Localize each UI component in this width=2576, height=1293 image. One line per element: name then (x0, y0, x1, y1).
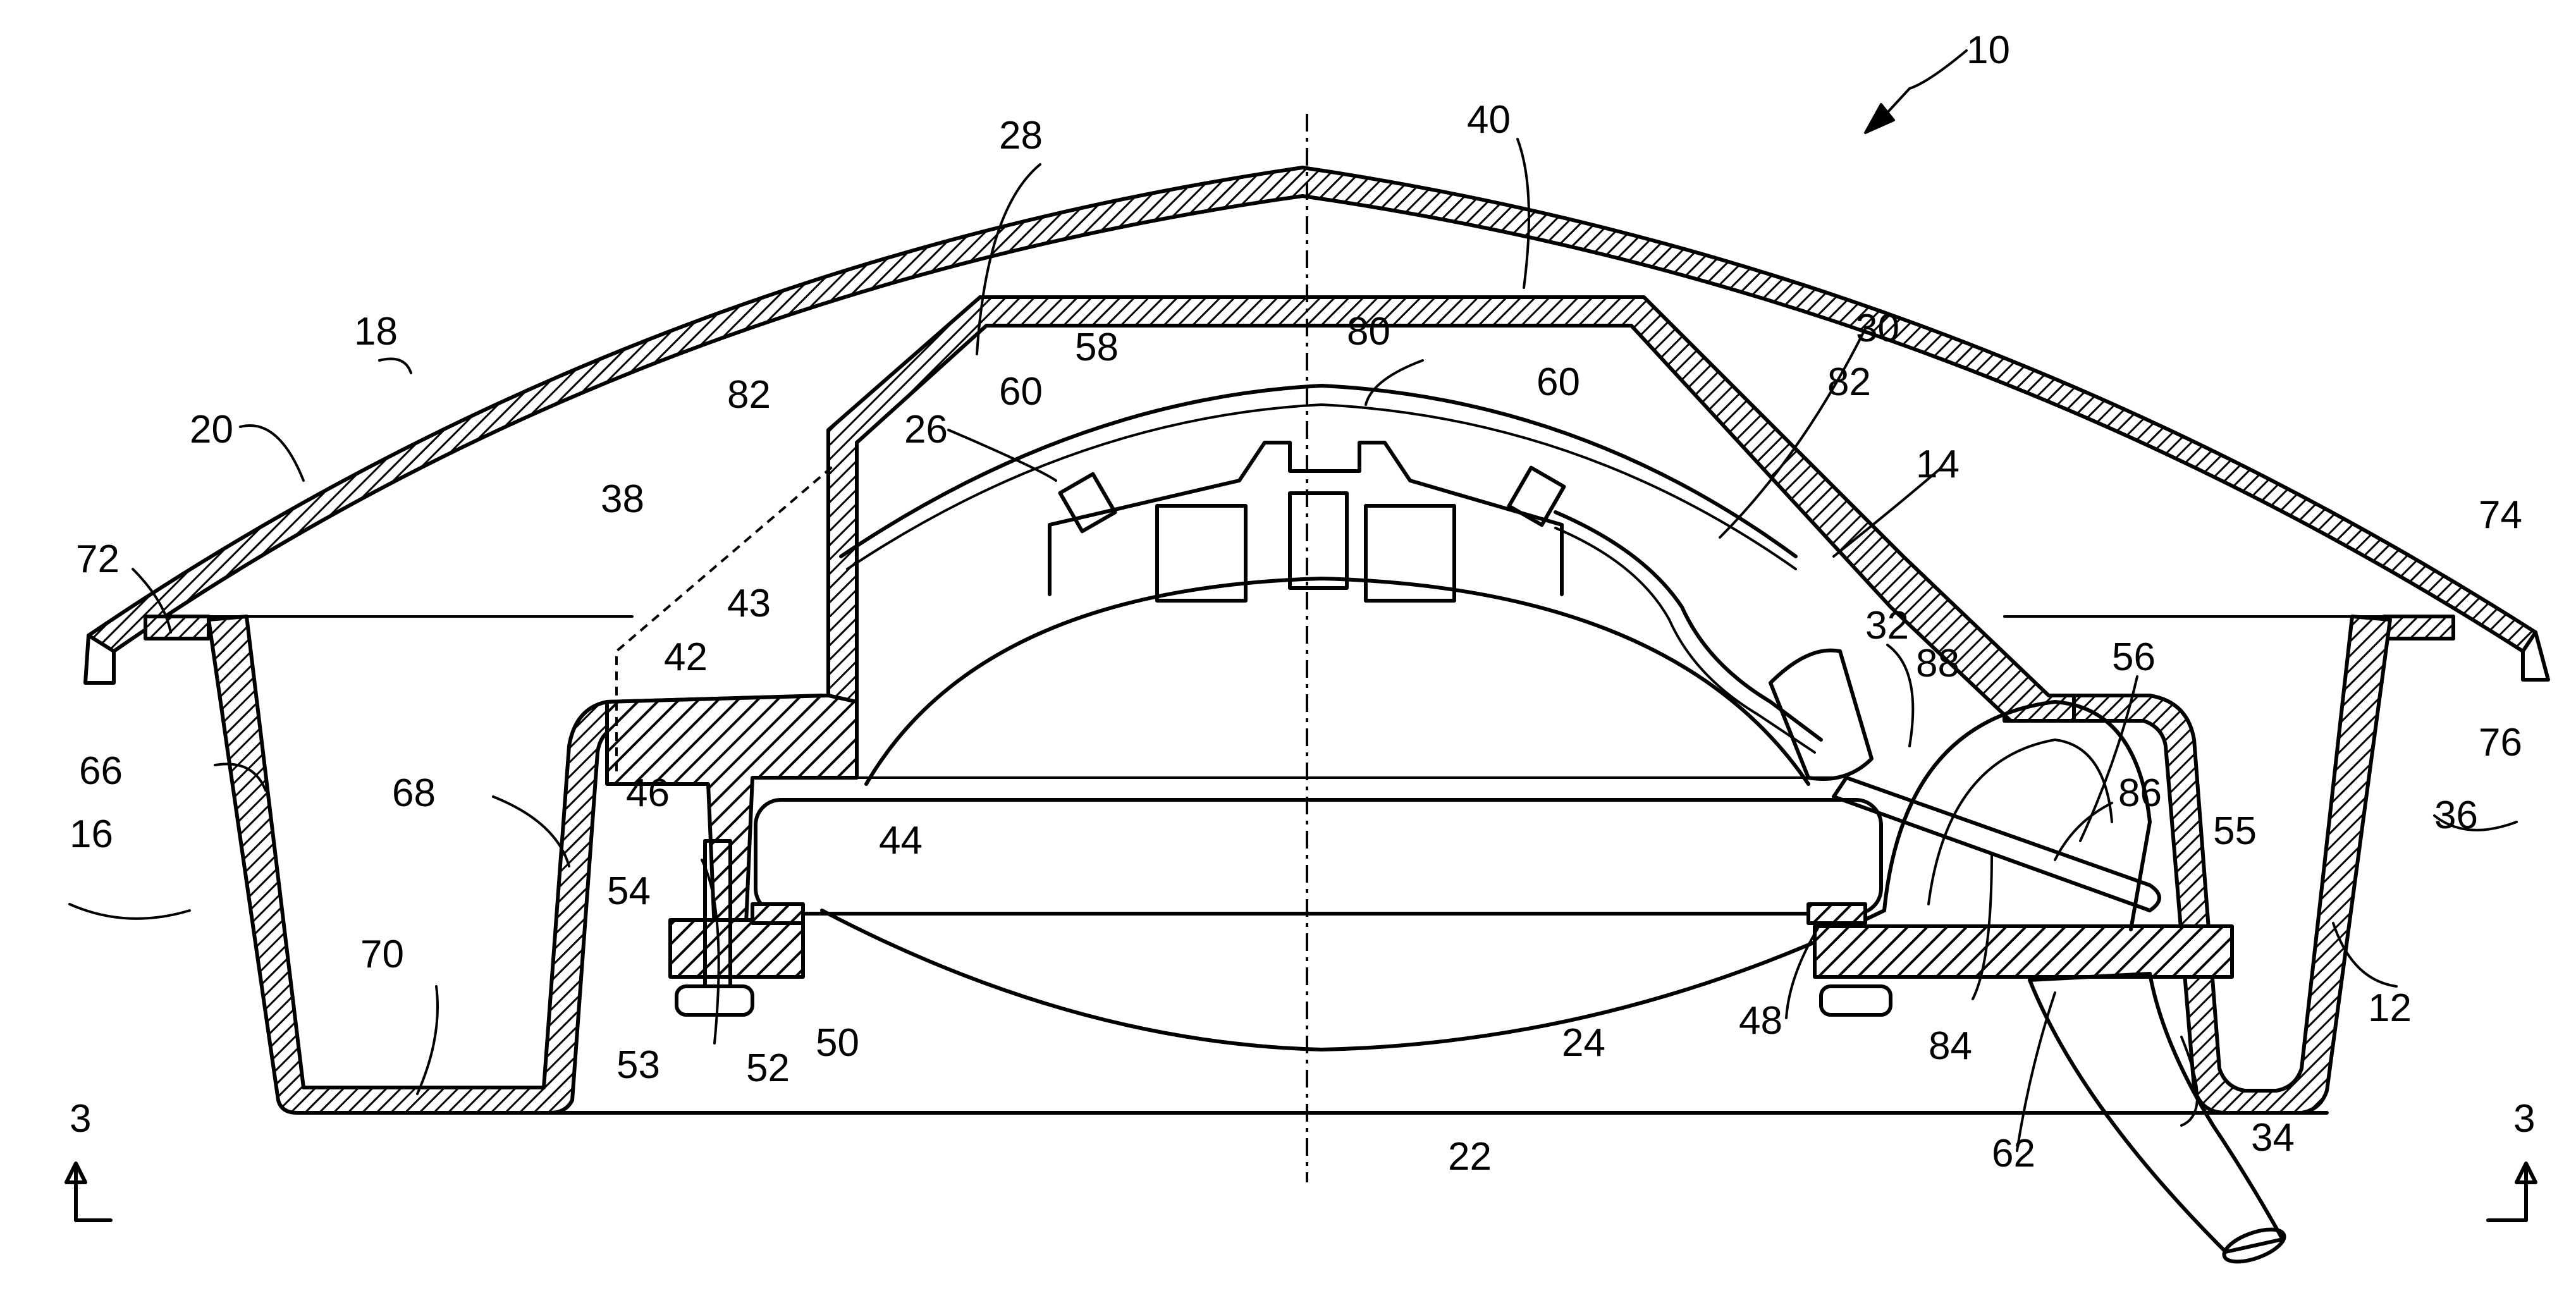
ref-20: 20 (190, 408, 233, 451)
ref-62: 62 (1992, 1132, 2035, 1175)
terminal-center (1290, 493, 1347, 588)
ref-82-left: 82 (727, 373, 771, 417)
ref-32: 32 (1865, 604, 1909, 647)
ref-70: 70 (360, 933, 404, 976)
knurled-nut-right (1821, 986, 1891, 1015)
ref-28: 28 (999, 114, 1043, 157)
ref-80: 80 (1347, 310, 1390, 353)
ref-44: 44 (879, 819, 923, 862)
gasket-right (1808, 904, 1865, 923)
inner-housing (828, 297, 2074, 721)
ref-42: 42 (664, 635, 708, 679)
ref-54: 54 (607, 869, 651, 913)
lamp-lens (866, 579, 1808, 784)
ref-56: 56 (2112, 635, 2156, 679)
ref-24: 24 (1562, 1021, 1605, 1065)
section-label-right: 3 (2513, 1097, 2535, 1141)
ref-55: 55 (2213, 809, 2257, 853)
ref-88: 88 (1916, 642, 1960, 685)
ref-52: 52 (746, 1046, 790, 1090)
flange-lip-right (2384, 616, 2453, 639)
housing-wall-right (2004, 616, 2390, 1113)
ref-74: 74 (2479, 493, 2522, 537)
ref-60-right: 60 (1536, 360, 1580, 404)
ref-86: 86 (2118, 771, 2162, 815)
knurled-nut-left (677, 986, 752, 1015)
leader-lines (70, 51, 2517, 1151)
section-mark-left (66, 1163, 111, 1220)
ref-40: 40 (1467, 98, 1511, 142)
ref-72: 72 (76, 537, 120, 581)
screw-60-left (1060, 474, 1115, 532)
ref-38: 38 (601, 477, 644, 521)
mounting-plate-right (1815, 926, 2232, 977)
ref-16: 16 (70, 812, 113, 856)
ref-76: 76 (2479, 721, 2522, 764)
ref-50: 50 (816, 1021, 859, 1065)
ref-22: 22 (1448, 1135, 1492, 1179)
ref-60-left: 60 (999, 370, 1043, 414)
ref-26: 26 (904, 408, 948, 451)
reflector-cap-inner (847, 405, 1796, 569)
ref-48: 48 (1739, 999, 1782, 1043)
ref-34: 34 (2251, 1116, 2295, 1160)
ref-30: 30 (1856, 307, 1899, 350)
section-label-left: 3 (70, 1097, 91, 1141)
ref-66: 66 (79, 749, 123, 793)
lamp-ring (756, 800, 1881, 914)
ref-18: 18 (354, 310, 398, 353)
ref-58: 58 (1075, 326, 1119, 369)
ref-84: 84 (1929, 1024, 1972, 1068)
ref-10: 10 (1966, 28, 2010, 72)
ref-12: 12 (2368, 986, 2412, 1030)
lamp-lens-bottom (822, 910, 1884, 1050)
flange-lip-left (145, 616, 209, 639)
ref-46: 46 (626, 771, 670, 815)
ref-36: 36 (2434, 794, 2478, 837)
section-mark-right (2488, 1163, 2536, 1220)
gasket-left (752, 904, 803, 923)
ref-14: 14 (1916, 443, 1960, 486)
ref-68: 68 (392, 771, 436, 815)
ref-82-right: 82 (1827, 360, 1871, 404)
mounting-plate-left (670, 920, 803, 977)
ref-43: 43 (727, 582, 771, 625)
wire-outline (1555, 528, 1815, 752)
ref-53: 53 (616, 1043, 660, 1087)
